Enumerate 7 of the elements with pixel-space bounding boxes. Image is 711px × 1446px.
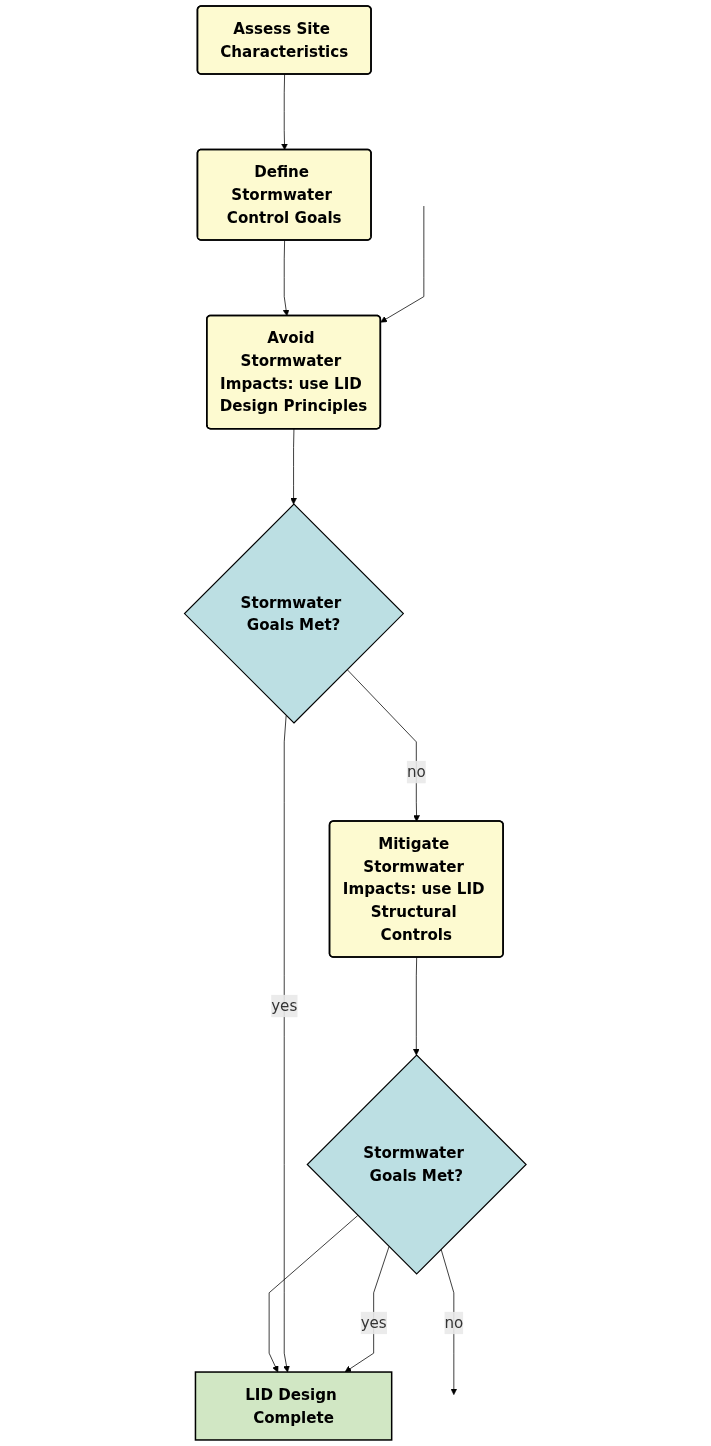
edge-label: no [407, 763, 426, 782]
edge-label: yes [360, 1313, 387, 1333]
edge-label: no [444, 1313, 464, 1333]
node-diamond: Stormwater Goals Met? [306, 1054, 528, 1275]
node-diamond: Stormwater Goals Met? [183, 503, 405, 724]
node-box: LID Design Complete [194, 1371, 393, 1441]
edge-label: yes [271, 996, 298, 1016]
